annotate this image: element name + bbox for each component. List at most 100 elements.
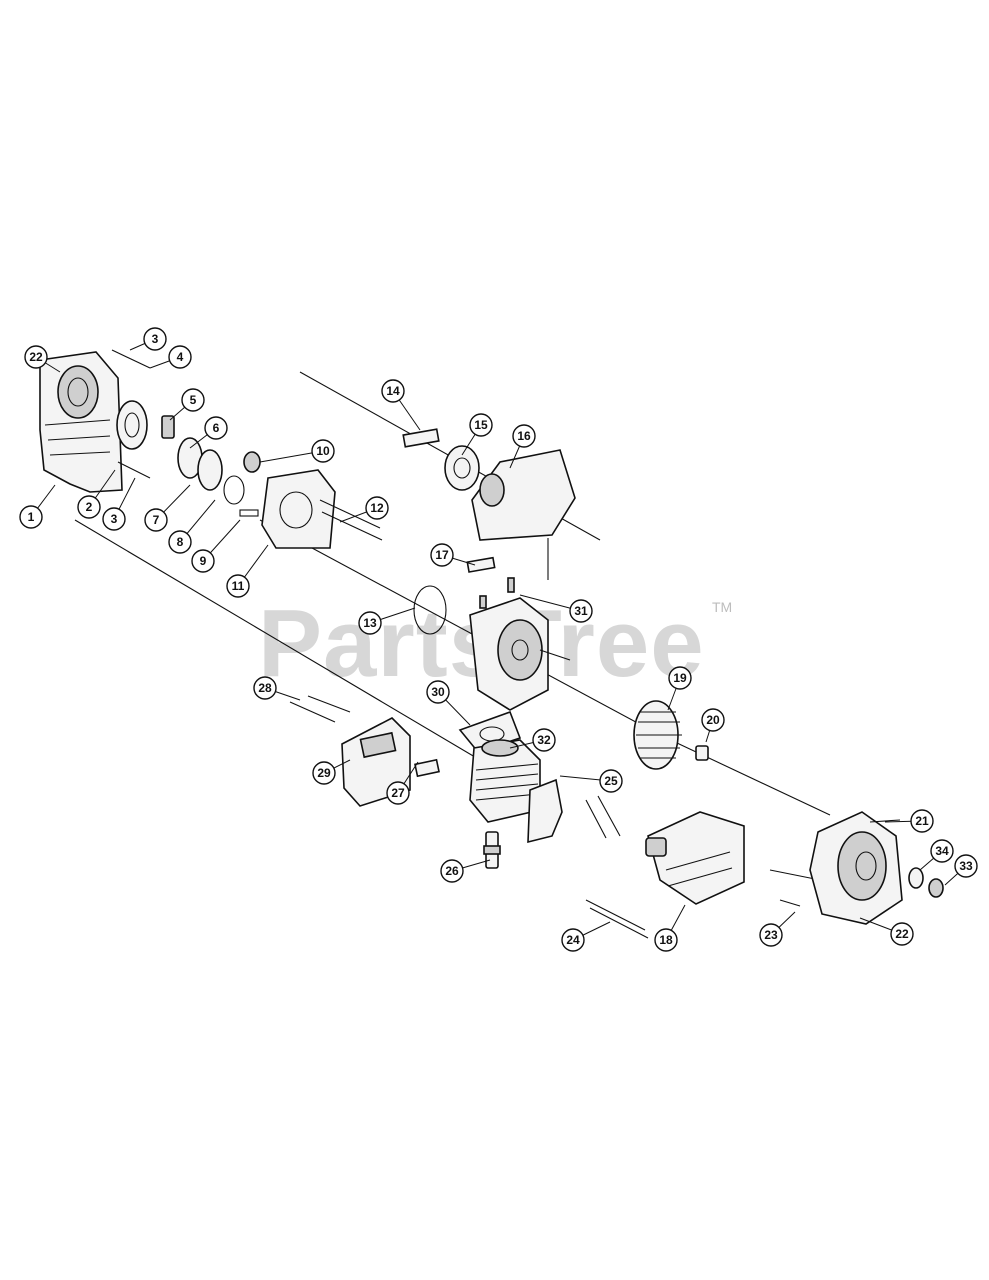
callout-circle xyxy=(569,599,593,623)
callout-circle xyxy=(365,496,389,520)
callout-number: 4 xyxy=(177,350,184,364)
callout-circle xyxy=(701,708,725,732)
callout-number: 24 xyxy=(566,933,580,947)
part-muffler xyxy=(289,695,440,807)
callout-number: 2 xyxy=(86,500,93,514)
callout-circle xyxy=(561,928,585,952)
callout-31: 31 xyxy=(519,594,593,623)
callout-circle xyxy=(386,781,410,805)
callout-26: 26 xyxy=(440,859,491,883)
callout-32: 32 xyxy=(509,728,556,752)
callout-number: 28 xyxy=(258,681,272,695)
callout-circle xyxy=(668,666,692,690)
callout-circle xyxy=(358,611,382,635)
callout-16: 16 xyxy=(509,424,536,469)
callout-11: 11 xyxy=(226,544,269,598)
callout-circle xyxy=(19,505,43,529)
part-spark-plug xyxy=(483,831,501,869)
callout-number: 25 xyxy=(604,774,618,788)
callout-25: 25 xyxy=(559,769,623,793)
callout-number: 12 xyxy=(370,501,384,515)
axis-line-starter xyxy=(659,734,831,816)
callout-circle xyxy=(910,809,934,833)
axis-line-lower xyxy=(74,519,481,761)
callout-circle xyxy=(24,345,48,369)
callout-14: 14 xyxy=(381,379,421,431)
callout-number: 33 xyxy=(959,859,973,873)
callout-28: 28 xyxy=(253,676,301,701)
callout-number: 14 xyxy=(386,384,400,398)
callout-number: 31 xyxy=(574,604,588,618)
callout-22: 22 xyxy=(24,345,61,373)
callout-27: 27 xyxy=(386,761,419,805)
callout-number: 3 xyxy=(111,512,118,526)
callout-circle xyxy=(253,676,277,700)
watermark-trademark: TM xyxy=(712,599,732,615)
callout-20: 20 xyxy=(701,708,725,743)
callout-number: 26 xyxy=(445,864,459,878)
callout-circle xyxy=(430,543,454,567)
callout-8: 8 xyxy=(168,499,216,554)
callout-34: 34 xyxy=(919,839,954,871)
part-screws-25 xyxy=(585,795,621,839)
callout-number: 10 xyxy=(316,444,330,458)
part-cylinder xyxy=(469,739,563,844)
callout-circle xyxy=(954,854,978,878)
callout-30: 30 xyxy=(426,680,471,726)
callout-circle xyxy=(599,769,623,793)
axis-line-crank xyxy=(259,519,661,736)
callout-circle xyxy=(204,416,228,440)
callout-circle xyxy=(440,859,464,883)
callout-circle xyxy=(102,507,126,531)
callout-number: 19 xyxy=(673,671,687,685)
callout-number: 34 xyxy=(935,844,949,858)
callout-18: 18 xyxy=(654,904,686,952)
callout-number: 8 xyxy=(177,535,184,549)
callout-circle xyxy=(426,680,450,704)
callout-number: 17 xyxy=(435,548,449,562)
callout-circle xyxy=(469,413,493,437)
callout-number: 1 xyxy=(28,510,35,524)
callout-5: 5 xyxy=(169,388,205,421)
callout-21: 21 xyxy=(884,809,934,833)
callout-number: 21 xyxy=(915,814,929,828)
callout-circle xyxy=(890,922,914,946)
callout-4: 4 xyxy=(149,345,192,369)
callout-10: 10 xyxy=(259,439,335,463)
callout-number: 20 xyxy=(706,713,720,727)
callout-6: 6 xyxy=(189,416,228,449)
callout-33: 33 xyxy=(944,854,978,886)
callout-2: 2 xyxy=(77,469,116,519)
callout-circle xyxy=(381,379,405,403)
callout-circle xyxy=(226,574,250,598)
callout-circle xyxy=(168,345,192,369)
part-flywheel xyxy=(633,700,709,770)
callout-number: 7 xyxy=(153,513,160,527)
callout-number: 9 xyxy=(200,554,207,568)
callout-circle xyxy=(181,388,205,412)
callout-number: 11 xyxy=(232,579,245,593)
callout-circle xyxy=(168,530,192,554)
callout-23: 23 xyxy=(759,911,796,947)
part-starter-housing xyxy=(779,811,944,925)
callout-24: 24 xyxy=(561,921,611,952)
callout-1: 1 xyxy=(19,484,56,529)
part-pins xyxy=(111,349,151,479)
callout-number: 16 xyxy=(517,429,531,443)
callout-circle xyxy=(654,928,678,952)
callout-circle xyxy=(532,728,556,752)
callout-number: 22 xyxy=(895,927,909,941)
callout-number: 15 xyxy=(474,418,488,432)
callout-22: 22 xyxy=(859,917,914,946)
callout-circle xyxy=(759,923,783,947)
callout-circle xyxy=(312,761,336,785)
part-bracket xyxy=(466,556,515,609)
callout-15: 15 xyxy=(461,413,493,456)
callout-circle xyxy=(144,508,168,532)
callout-7: 7 xyxy=(144,484,191,532)
callout-number: 5 xyxy=(190,393,197,407)
callout-17: 17 xyxy=(430,543,476,567)
part-housing-left xyxy=(39,351,123,493)
